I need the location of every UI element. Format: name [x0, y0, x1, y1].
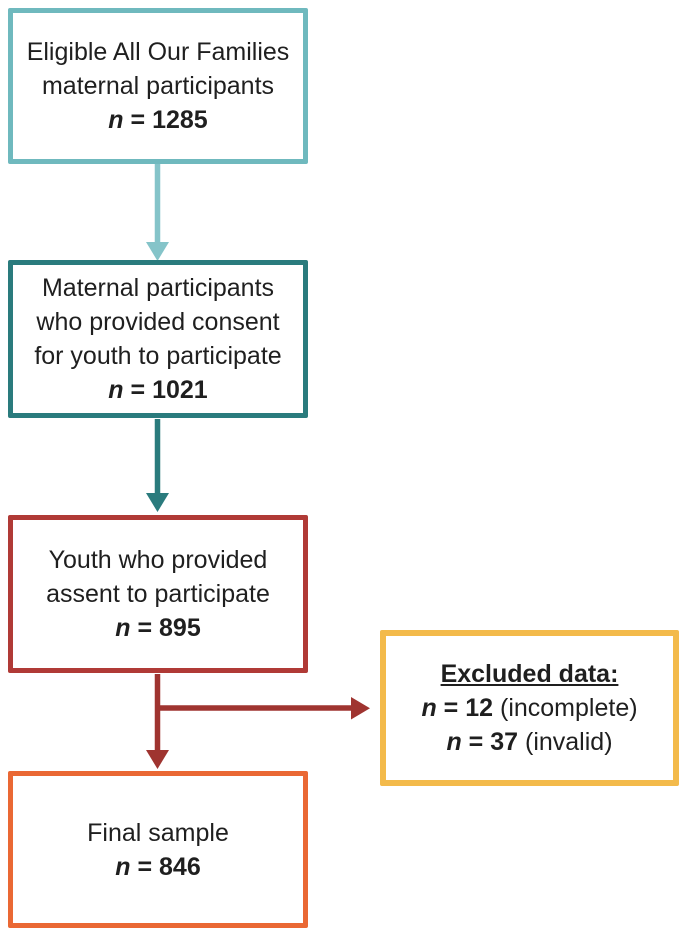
- consent-line-1: Maternal participants: [41, 274, 275, 302]
- assent-line-2: assent to participate: [46, 580, 270, 608]
- flow-box-assent: Youth who provided assent to participate…: [8, 515, 308, 673]
- excluded-reason: (invalid): [518, 728, 613, 756]
- n-symbol: n: [108, 376, 124, 404]
- consent-line-3: for youth to participate: [34, 342, 282, 370]
- excluded-heading: Excluded data:: [440, 660, 619, 688]
- flow-box-eligible: Eligible All Our Families maternal parti…: [8, 8, 308, 164]
- flow-box-final: Final sample n = 846: [8, 771, 308, 928]
- flow-box-consent: Maternal participants who provided conse…: [8, 260, 308, 418]
- n-symbol: n: [421, 694, 437, 722]
- n-count: = 846: [130, 852, 201, 881]
- n-count: = 1021: [123, 376, 208, 404]
- final-line-1: Final sample: [87, 818, 229, 847]
- n-symbol: n: [108, 106, 124, 134]
- eligible-line-2: maternal participants: [41, 72, 275, 100]
- final-n-line: n = 846: [115, 850, 200, 884]
- n-count: = 12: [436, 694, 494, 722]
- arrow-assent-to-excluded-head: [351, 697, 370, 720]
- n-symbol: n: [446, 728, 462, 756]
- arrow-consent-to-assent-head: [146, 493, 169, 512]
- arrow-eligible-to-consent-head: [146, 242, 169, 261]
- consent-n-line: n = 1021: [108, 373, 207, 407]
- excluded-item-1: n = 12 (incomplete): [421, 691, 637, 725]
- eligible-line-1: Eligible All Our Families: [26, 38, 290, 66]
- n-count: = 895: [130, 614, 201, 642]
- assent-line-1: Youth who provided: [48, 546, 268, 574]
- excluded-reason: (incomplete): [493, 694, 638, 722]
- assent-n-line: n = 895: [115, 611, 200, 645]
- consent-line-2: who provided consent: [36, 308, 280, 336]
- excluded-item-2: n = 37 (invalid): [446, 725, 612, 759]
- n-count: = 37: [461, 728, 519, 756]
- n-count: = 1285: [123, 106, 208, 134]
- flow-box-excluded: Excluded data: n = 12 (incomplete) n = 3…: [380, 630, 679, 786]
- n-symbol: n: [115, 852, 131, 881]
- eligible-n-line: n = 1285: [108, 103, 207, 137]
- n-symbol: n: [115, 614, 131, 642]
- arrow-assent-to-final-head: [146, 750, 169, 769]
